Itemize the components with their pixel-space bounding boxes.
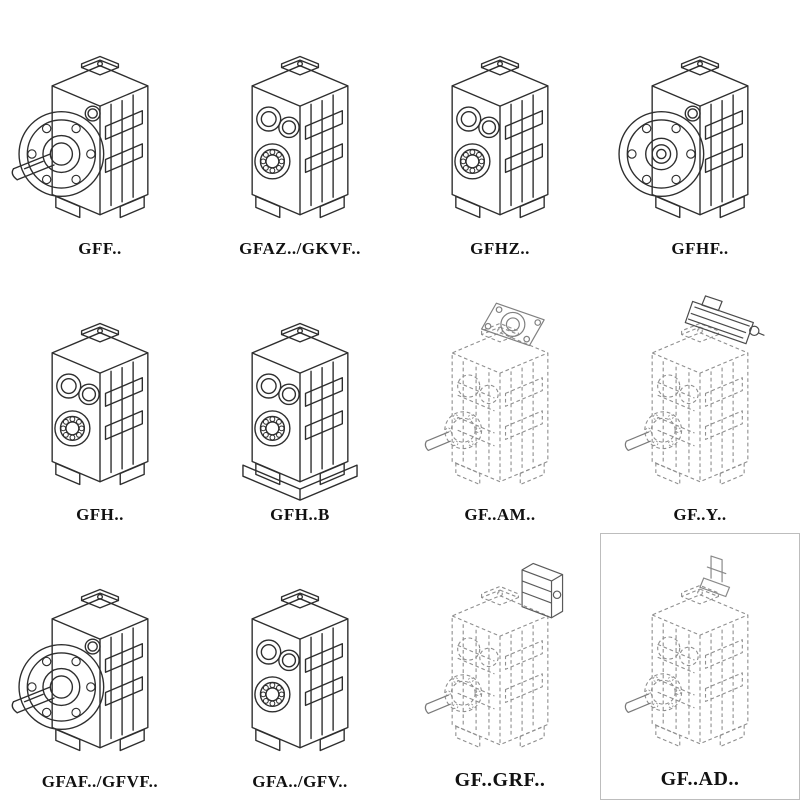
- catalog-cell-gfa-gfv: GFA../GFV..: [200, 533, 400, 800]
- catalog-cell-gfh: GFH..: [0, 267, 200, 534]
- catalog-cell-gfhf: GFHF..: [600, 0, 800, 267]
- catalog-cell-gfaf-gfvf: GFAF../GFVF..: [0, 533, 200, 800]
- model-label: GFAF../GFVF..: [41, 771, 159, 791]
- gearbox-with-motor-flange-adapter-drawing: [424, 302, 592, 504]
- hollow-bore-gearbox-drawing: [208, 16, 392, 237]
- model-label: GF..GRF..: [454, 768, 546, 791]
- model-label: GFHF..: [671, 238, 729, 258]
- model-label: GFF..: [78, 238, 122, 258]
- hollow-bore-gearbox-drawing: [408, 16, 592, 237]
- flange-output-gearbox-with-shaft-drawing: [11, 549, 192, 770]
- catalog-cell-gfaz-gkvf: GFAZ../GKVF..: [200, 0, 400, 267]
- model-label: GF..AM..: [464, 505, 536, 525]
- model-label: GFH..: [76, 505, 124, 525]
- flange-output-gearbox-with-shaft-drawing: [11, 16, 192, 237]
- model-label: GF..AD..: [660, 767, 740, 790]
- model-label: GFH..B: [270, 505, 330, 525]
- catalog-cell-gf-grf: GF..GRF..: [400, 533, 600, 800]
- catalog-cell-gf-y: GF..Y..: [600, 267, 800, 534]
- catalog-cell-gfhz: GFHZ..: [400, 0, 600, 267]
- gearbox-with-input-adapter-drawing: [424, 563, 564, 767]
- catalog-cell-gf-am: GF..AM..: [400, 267, 600, 534]
- model-label: GF..Y..: [673, 505, 727, 525]
- hollow-bore-gearbox-with-base-drawing: [242, 283, 358, 501]
- gearbox-with-mounted-motor-drawing: [624, 294, 765, 504]
- model-label: GFAZ../GKVF..: [239, 238, 361, 258]
- model-label: GFA../GFV..: [252, 771, 348, 791]
- model-label: GFHZ..: [470, 238, 530, 258]
- gearbox-with-input-shaft-adapter-drawing: [624, 555, 792, 766]
- catalog-cell-gfh-b: GFH..B: [200, 267, 400, 534]
- catalog-cell-gf-ad: GF..AD..: [600, 533, 800, 800]
- catalog-cell-gff: GFF..: [0, 0, 200, 267]
- flange-output-gearbox-hollow-drawing: [618, 16, 792, 237]
- hollow-bore-gearbox-drawing: [208, 549, 392, 770]
- hollow-bore-gearbox-drawing: [8, 283, 192, 504]
